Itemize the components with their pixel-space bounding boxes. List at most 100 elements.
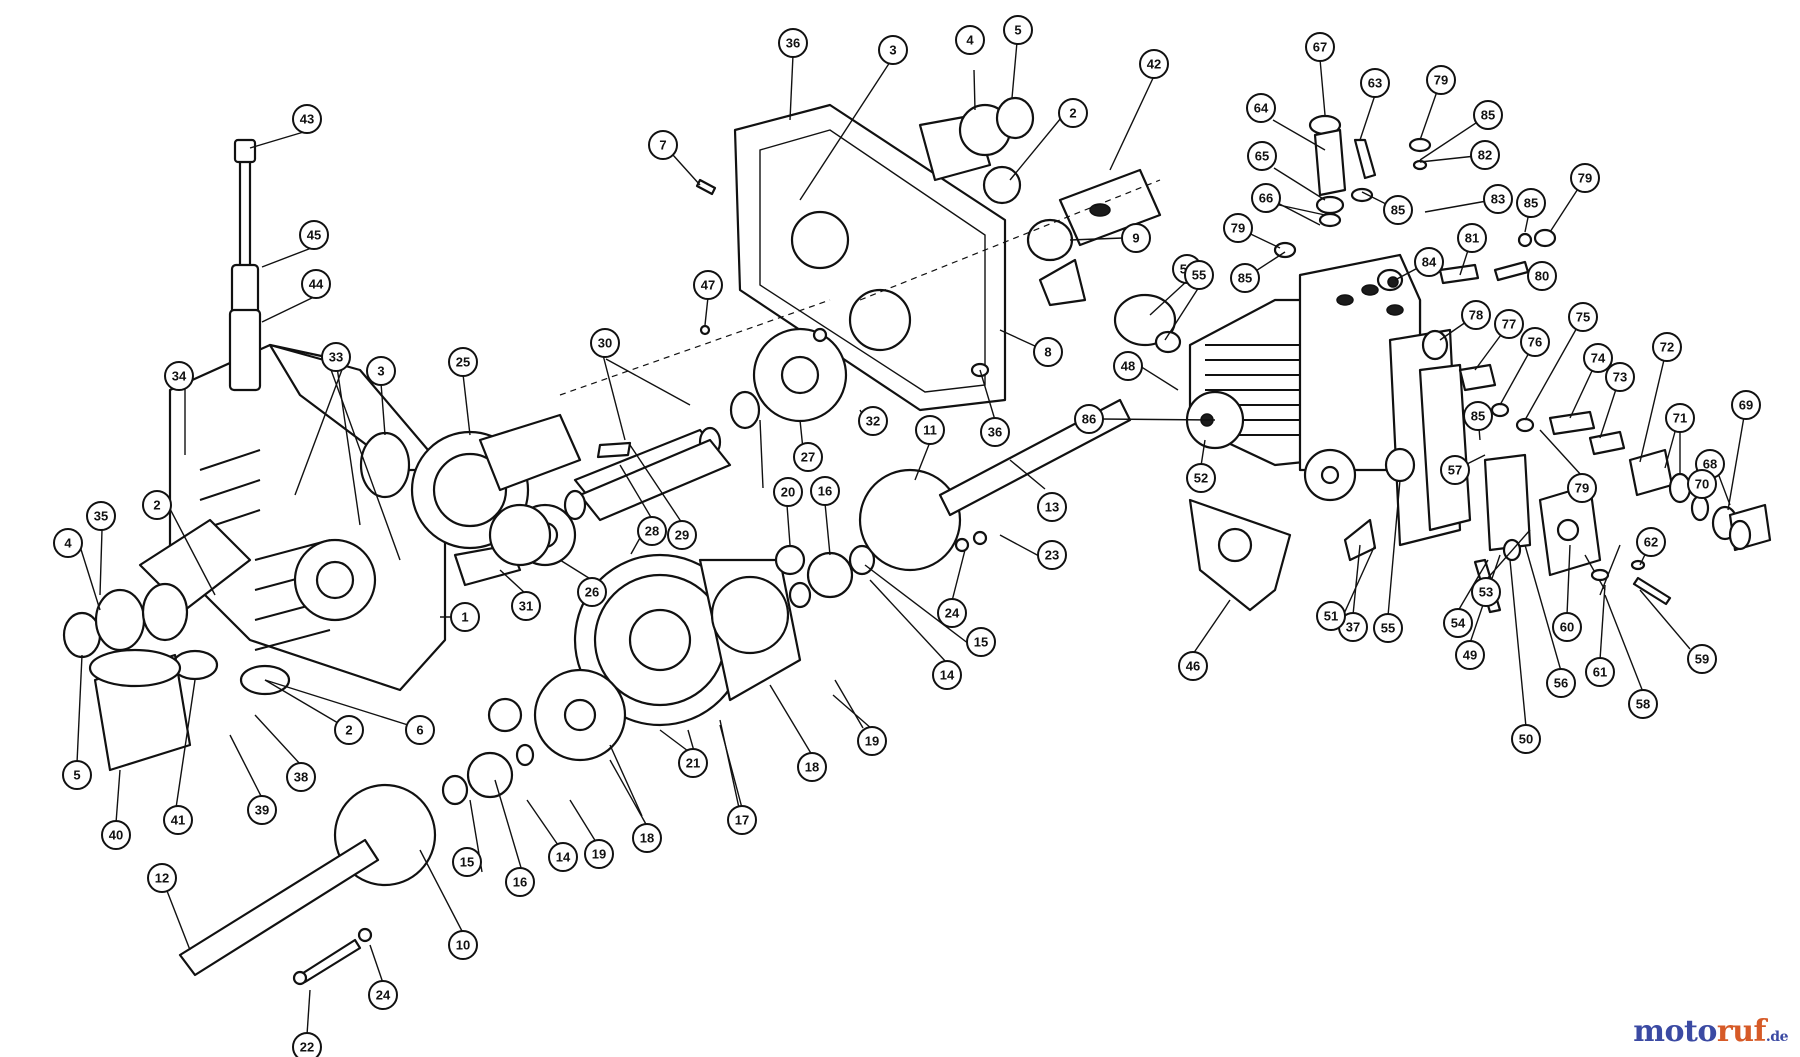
assembly-line-2 xyxy=(859,179,1161,301)
callout-number: 71 xyxy=(1673,411,1687,426)
callout-73: 73 xyxy=(1605,362,1635,392)
callout-27: 27 xyxy=(793,442,823,472)
assembly-line-1 xyxy=(559,299,831,396)
callout-number: 19 xyxy=(592,847,606,862)
callout-number: 70 xyxy=(1695,477,1709,492)
callout-10: 10 xyxy=(448,930,478,960)
callout-number: 2 xyxy=(1069,106,1076,121)
callout-78: 78 xyxy=(1461,300,1491,330)
callout-number: 74 xyxy=(1591,351,1606,366)
callout-23: 23 xyxy=(1037,540,1067,570)
callout-number: 46 xyxy=(1186,659,1200,674)
callout-number: 41 xyxy=(171,813,185,828)
callout-number: 5 xyxy=(1014,23,1021,38)
callout-number: 24 xyxy=(376,988,391,1003)
callout-number: 85 xyxy=(1481,108,1495,123)
callout-number: 79 xyxy=(1578,171,1592,186)
callout-46: 46 xyxy=(1178,651,1208,681)
callout-84: 84 xyxy=(1414,247,1444,277)
callout-number: 77 xyxy=(1502,317,1516,332)
callout-number: 29 xyxy=(675,528,689,543)
callout-number: 76 xyxy=(1528,335,1542,350)
callout-3: 3 xyxy=(366,356,396,386)
callout-69: 69 xyxy=(1731,390,1761,420)
callout-5: 5 xyxy=(62,760,92,790)
callout-43: 43 xyxy=(292,104,322,134)
axle-12 xyxy=(178,783,437,977)
callout-number: 79 xyxy=(1575,481,1589,496)
callout-17: 17 xyxy=(727,805,757,835)
callout-55: 55 xyxy=(1184,260,1214,290)
callout-52: 52 xyxy=(1186,463,1216,493)
callout-41: 41 xyxy=(163,805,193,835)
callout-16: 16 xyxy=(505,867,535,897)
callout-number: 66 xyxy=(1259,191,1273,206)
callout-55: 55 xyxy=(1373,613,1403,643)
callout-33: 33 xyxy=(321,342,351,372)
callout-75: 75 xyxy=(1568,302,1598,332)
callout-number: 80 xyxy=(1535,269,1549,284)
callout-60: 60 xyxy=(1552,612,1582,642)
callout-number: 36 xyxy=(786,36,800,51)
watermark-suffix: .de xyxy=(1765,1029,1789,1045)
callout-1: 1 xyxy=(450,602,480,632)
callout-85: 85 xyxy=(1383,195,1413,225)
callout-63: 63 xyxy=(1360,68,1390,98)
callout-11: 11 xyxy=(915,415,945,445)
callout-number: 37 xyxy=(1346,620,1360,635)
callout-40: 40 xyxy=(101,820,131,850)
callout-number: 52 xyxy=(1194,471,1208,486)
callout-14: 14 xyxy=(548,842,578,872)
callout-number: 28 xyxy=(645,524,659,539)
callout-number: 79 xyxy=(1434,73,1448,88)
callout-67: 67 xyxy=(1305,32,1335,62)
filter-canister xyxy=(88,648,192,772)
callout-74: 74 xyxy=(1583,343,1613,373)
callout-number: 61 xyxy=(1593,665,1607,680)
callout-number: 3 xyxy=(889,43,896,58)
callout-number: 4 xyxy=(64,536,72,551)
callout-39: 39 xyxy=(247,795,277,825)
callout-number: 13 xyxy=(1045,500,1059,515)
center-cover xyxy=(733,96,1162,412)
callout-number: 5 xyxy=(73,768,80,783)
callout-16: 16 xyxy=(810,476,840,506)
callout-35: 35 xyxy=(86,501,116,531)
callout-38: 38 xyxy=(286,762,316,792)
left-seal-bearings xyxy=(62,431,411,696)
callout-number: 20 xyxy=(781,485,795,500)
callout-number: 81 xyxy=(1465,231,1479,246)
callout-number: 47 xyxy=(701,278,715,293)
callout-82: 82 xyxy=(1470,140,1500,170)
misc-small-parts xyxy=(596,178,1522,614)
callout-44: 44 xyxy=(301,269,331,299)
callout-number: 58 xyxy=(1636,697,1650,712)
callout-6: 6 xyxy=(405,715,435,745)
callout-79: 79 xyxy=(1567,473,1597,503)
callout-15: 15 xyxy=(452,847,482,877)
callout-number: 32 xyxy=(866,414,880,429)
callout-number: 51 xyxy=(1324,609,1338,624)
callout-number: 9 xyxy=(1132,231,1139,246)
callout-47: 47 xyxy=(693,270,723,300)
callout-number: 68 xyxy=(1703,457,1717,472)
watermark-brand-b: ruf xyxy=(1716,1014,1767,1049)
callout-number: 2 xyxy=(153,498,160,513)
callout-42: 42 xyxy=(1139,49,1169,79)
callout-number: 78 xyxy=(1469,308,1483,323)
callout-4: 4 xyxy=(53,528,83,558)
callout-number: 35 xyxy=(94,509,108,524)
callout-58: 58 xyxy=(1628,689,1658,719)
callout-number: 8 xyxy=(1044,345,1051,360)
callout-layer: 1222334455678910111213141415151616171818… xyxy=(53,15,1761,1057)
callout-50: 50 xyxy=(1511,724,1541,754)
relief-valve-parts xyxy=(1421,329,1772,552)
callout-20: 20 xyxy=(773,477,803,507)
callout-number: 83 xyxy=(1491,192,1505,207)
callout-number: 30 xyxy=(598,336,612,351)
callout-3: 3 xyxy=(878,35,908,65)
center-drive xyxy=(488,327,848,567)
callout-24: 24 xyxy=(368,980,398,1010)
callout-29: 29 xyxy=(667,520,697,550)
callout-85: 85 xyxy=(1230,263,1260,293)
